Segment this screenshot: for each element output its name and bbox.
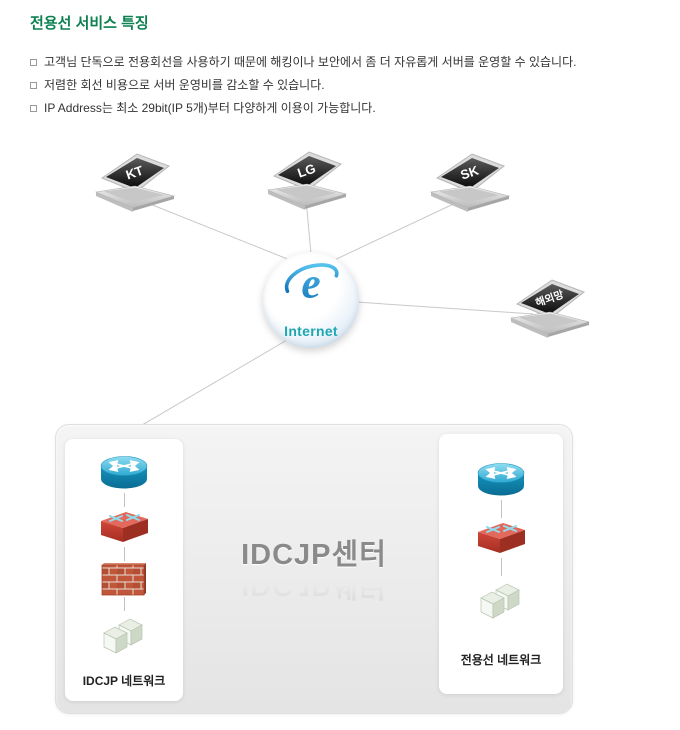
- svg-text:e: e: [301, 260, 320, 308]
- firewall-icon: [101, 563, 146, 596]
- laptop-icon: LG: [266, 151, 348, 210]
- panel-label-dedicated-network: 전용선 네트워크: [460, 653, 542, 667]
- datacenter-box: IDCJP센터 IDCJP센터: [55, 424, 573, 714]
- laptop-label: LG: [296, 161, 318, 181]
- internet-node: e Internet: [263, 252, 359, 348]
- feature-bullet-list: 고객님 단독으로 전용회선을 사용하기 때문에 해킹이나 보안에서 좀 더 자유…: [30, 55, 650, 124]
- bullet-square-icon: [30, 105, 37, 112]
- page-title: 전용선 서비스 특징: [30, 15, 149, 32]
- connector-line: [123, 597, 125, 611]
- laptop-label: KT: [124, 163, 145, 183]
- server-icon: [103, 618, 143, 654]
- switch-icon: [478, 523, 525, 553]
- laptop-icon: 해외망: [509, 279, 591, 338]
- bullet-item: 고객님 단독으로 전용회선을 사용하기 때문에 해킹이나 보안에서 좀 더 자유…: [30, 55, 650, 69]
- connector-line: [123, 493, 125, 507]
- router-icon: [477, 463, 525, 496]
- internet-label: Internet: [284, 323, 338, 339]
- bullet-item: IP Address는 최소 29bit(IP 5개)부터 다양하게 이용이 가…: [30, 101, 650, 115]
- laptop-label: SK: [459, 162, 482, 182]
- laptop-icon: KT: [94, 153, 176, 212]
- network-panel-dedicated: 전용선 네트워크: [439, 434, 563, 694]
- network-panel-idcjp: IDCJP 네트워크: [65, 439, 183, 701]
- bullet-square-icon: [30, 82, 37, 89]
- bullet-text: IP Address는 최소 29bit(IP 5개)부터 다양하게 이용이 가…: [44, 101, 376, 115]
- client-node-sk: SK: [425, 146, 515, 218]
- panel-label-idcjp-network: IDCJP 네트워크: [82, 674, 166, 688]
- datacenter-title-wrap: IDCJP센터 IDCJP센터: [56, 531, 572, 609]
- bullet-text: 고객님 단독으로 전용회선을 사용하기 때문에 해킹이나 보안에서 좀 더 자유…: [44, 55, 577, 69]
- router-icon: [100, 456, 148, 489]
- server-icon: [480, 583, 520, 619]
- client-node-overseas: 해외망: [505, 272, 595, 344]
- datacenter-title: IDCJP센터: [241, 539, 387, 571]
- switch-icon: [101, 512, 148, 542]
- connector-line: [500, 558, 502, 576]
- bullet-item: 저렴한 회선 비용으로 서버 운영비를 감소할 수 있습니다.: [30, 78, 650, 92]
- client-node-kt: KT: [90, 146, 180, 218]
- laptop-icon: SK: [429, 153, 511, 212]
- internet-explorer-e-icon: e: [284, 260, 339, 308]
- connector-line: [123, 547, 125, 561]
- bullet-text: 저렴한 회선 비용으로 서버 운영비를 감소할 수 있습니다.: [44, 78, 325, 92]
- client-node-lg: LG: [262, 144, 352, 216]
- bullet-square-icon: [30, 59, 37, 66]
- connector-line: [500, 500, 502, 518]
